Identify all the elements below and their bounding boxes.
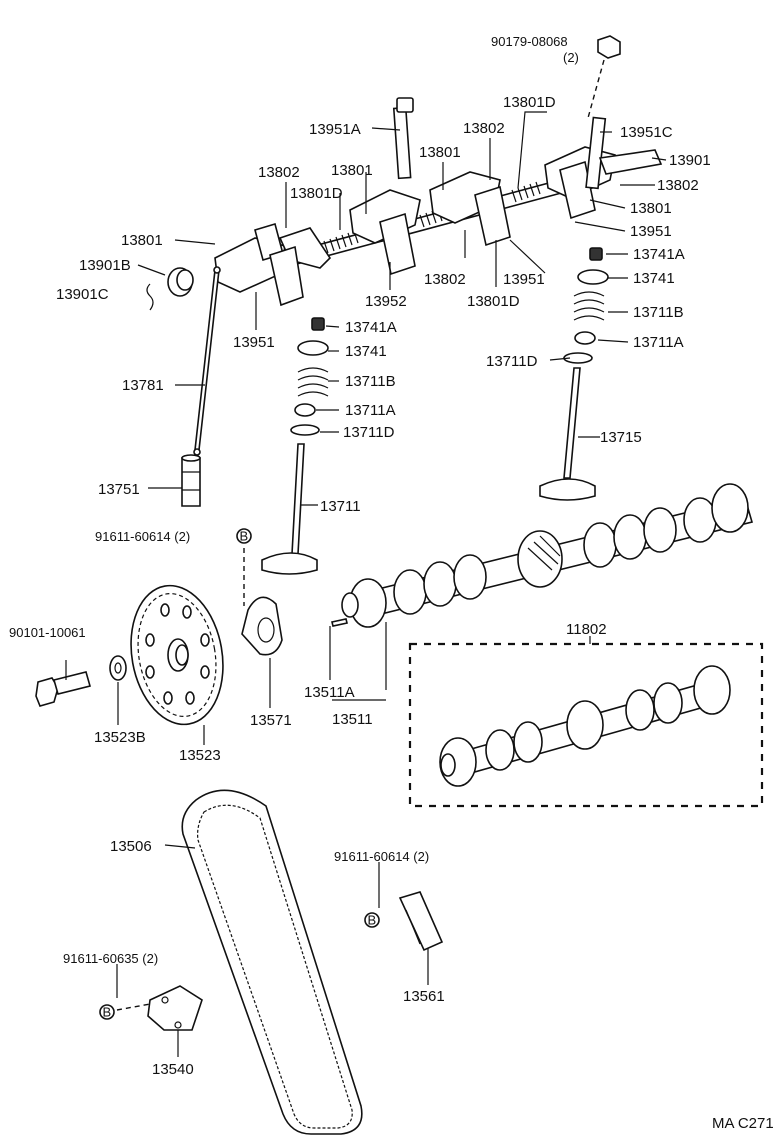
label-13523: 13523: [179, 747, 221, 764]
rocker-shaft-assembly: [146, 35, 663, 311]
label-13741A-right: 13741A: [633, 246, 685, 263]
label-91611-60635: 91611-60635 (2): [63, 951, 158, 966]
label-90179-qty: (2): [563, 50, 579, 65]
label-13802-center: 13802: [424, 271, 466, 288]
assembly-line-nut: [587, 59, 605, 119]
b-marker-1: B: [236, 528, 252, 544]
washer-13523B: [109, 655, 127, 681]
label-13711A-left: 13711A: [345, 402, 396, 419]
footer-code: MA C271: [712, 1115, 774, 1132]
timing-gear: [130, 584, 224, 726]
label-90179-08068: 90179-08068: [491, 34, 568, 49]
label-13523B: 13523B: [94, 729, 146, 746]
svg-text:B: B: [240, 529, 249, 544]
label-13951C: 13951C: [620, 124, 673, 141]
label-13540: 13540: [152, 1061, 194, 1078]
label-13901C: 13901C: [56, 286, 109, 303]
label-13801-mid: 13801: [419, 144, 461, 161]
label-13801-left: 13801: [121, 232, 163, 249]
camshaft: [331, 483, 754, 628]
svg-text:B: B: [103, 1005, 112, 1020]
label-13571: 13571: [250, 712, 292, 729]
label-13711: 13711: [320, 498, 361, 515]
label-13741-left: 13741: [345, 343, 387, 360]
label-13715: 13715: [600, 429, 642, 446]
label-13802-top: 13802: [463, 120, 505, 137]
label-13951-left: 13951: [233, 334, 275, 351]
assembly-line-b3: [116, 1003, 151, 1011]
label-13901: 13901: [669, 152, 711, 169]
label-13801D-top: 13801D: [503, 94, 556, 111]
leader-lines: [65, 111, 667, 1057]
label-91611-60614-b: 91611-60614 (2): [334, 849, 429, 864]
label-13951A: 13951A: [309, 121, 361, 138]
label-13801D-left: 13801D: [290, 185, 343, 202]
label-13781: 13781: [122, 377, 164, 394]
b-marker-2: B: [364, 912, 380, 928]
label-13511: 13511: [332, 711, 373, 728]
label-13802-left: 13802: [258, 164, 300, 181]
camshaft-sub-assembly-box: [408, 642, 764, 808]
label-13801-left-top: 13801: [331, 162, 373, 179]
thrust-plate: [241, 596, 283, 656]
camshaft-sub-assembly: [439, 665, 731, 787]
label-91611-60614-a: 91611-60614 (2): [95, 529, 190, 544]
label-13951-center: 13951: [503, 271, 545, 288]
label-13711D-right: 13711D: [486, 353, 538, 370]
svg-text:B: B: [368, 913, 377, 928]
label-13711D-left: 13711D: [343, 424, 395, 441]
label-13711B-left: 13711B: [345, 373, 396, 390]
label-13751: 13751: [98, 481, 140, 498]
label-13561: 13561: [403, 988, 445, 1005]
label-13506: 13506: [110, 838, 152, 855]
label-13952: 13952: [365, 293, 407, 310]
bolt-90101: [35, 671, 91, 707]
chain-damper: [398, 891, 444, 952]
valve-left: [261, 317, 329, 575]
pushrod-lifter: [181, 266, 221, 507]
label-13951-right: 13951: [630, 223, 672, 240]
label-13901B: 13901B: [79, 257, 131, 274]
part-labels: 90179-08068 (2) 13801D 13802 13951A 1395…: [9, 34, 774, 1132]
label-90101-10061: 90101-10061: [9, 625, 86, 640]
label-13741A-left: 13741A: [345, 319, 397, 336]
valve-right: [539, 247, 609, 501]
timing-chain: [181, 789, 363, 1135]
label-13801-right: 13801: [630, 200, 672, 217]
label-13802-right: 13802: [657, 177, 699, 194]
label-13801D-center: 13801D: [467, 293, 520, 310]
label-13711B-right: 13711B: [633, 304, 684, 321]
label-13511A: 13511A: [304, 684, 355, 701]
b-marker-3: B: [99, 1004, 115, 1020]
chain-tensioner: [147, 985, 203, 1031]
label-13741-right: 13741: [633, 270, 675, 287]
label-13711A-right: 13711A: [633, 334, 684, 351]
label-11802: 11802: [566, 621, 607, 638]
